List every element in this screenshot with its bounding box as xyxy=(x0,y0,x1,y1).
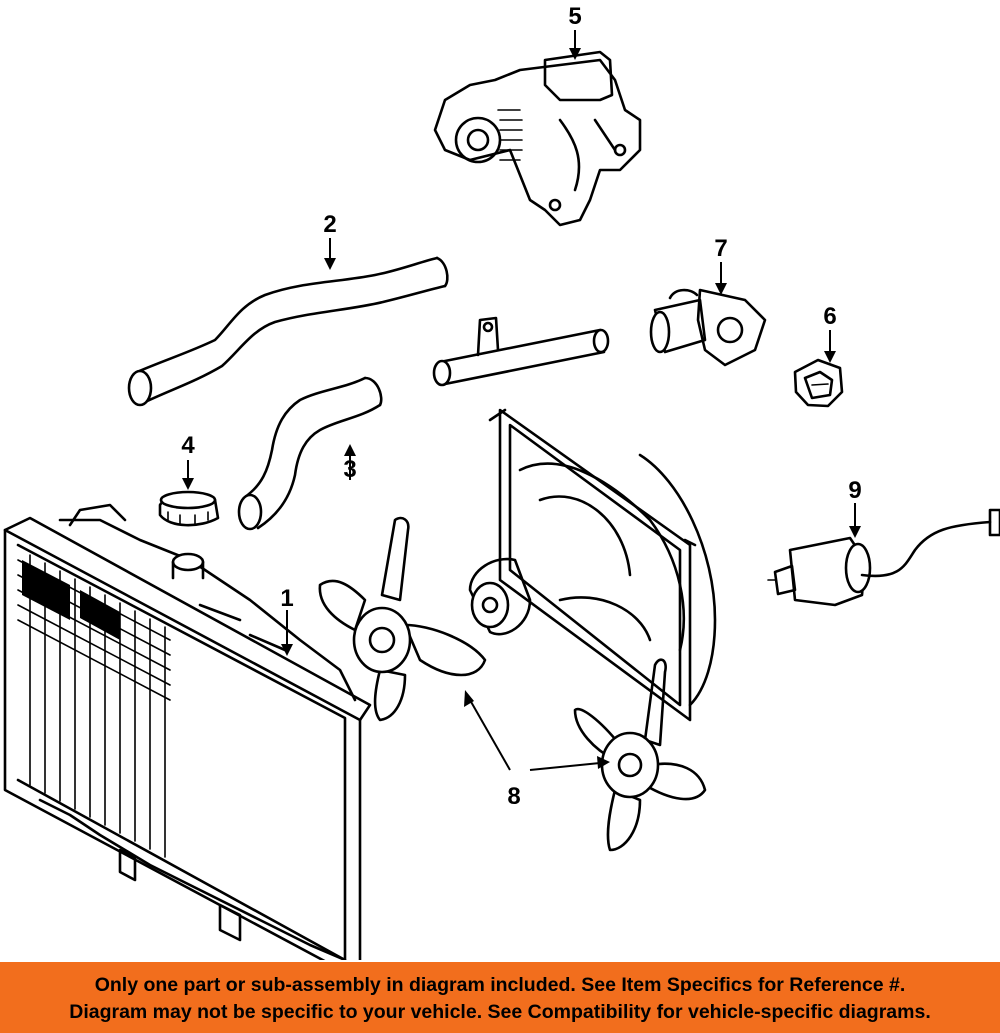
cooling-system-diagram: 5 2 3 4 7 6 9 1 8 xyxy=(3,3,1000,960)
callout-3: 3 xyxy=(343,456,356,483)
radiator xyxy=(3,503,372,960)
fan-blade-right xyxy=(573,658,707,852)
disclaimer-line-1: Only one part or sub-assembly in diagram… xyxy=(94,974,906,996)
callout-8: 8 xyxy=(507,783,520,810)
fan-shroud xyxy=(488,408,717,722)
water-pump xyxy=(433,50,642,227)
disclaimer-line-2: Diagram may not be specific to your vehi… xyxy=(69,1001,931,1023)
callout-7: 7 xyxy=(714,235,727,262)
callout-5: 5 xyxy=(568,3,581,30)
callout-2: 2 xyxy=(323,211,336,238)
callout-4: 4 xyxy=(181,432,195,459)
fan-blade-left xyxy=(318,516,487,722)
callout-6: 6 xyxy=(823,303,836,330)
radiator-cap xyxy=(158,490,220,527)
callout-1: 1 xyxy=(280,585,293,612)
callout-labels: 5 2 3 4 7 6 9 1 8 xyxy=(181,3,861,810)
thermostat-housing xyxy=(649,288,767,367)
water-outlet-pipe xyxy=(432,316,610,387)
disclaimer-banner: Only one part or sub-assembly in diagram… xyxy=(0,962,1000,1033)
temperature-sensor xyxy=(793,358,844,408)
callout-9: 9 xyxy=(848,477,861,504)
callout-leaders xyxy=(182,30,861,771)
upper-radiator-hose xyxy=(127,256,449,407)
fan-motor xyxy=(468,557,532,636)
lower-radiator-hose xyxy=(237,376,383,531)
fan-switch xyxy=(767,508,1000,607)
